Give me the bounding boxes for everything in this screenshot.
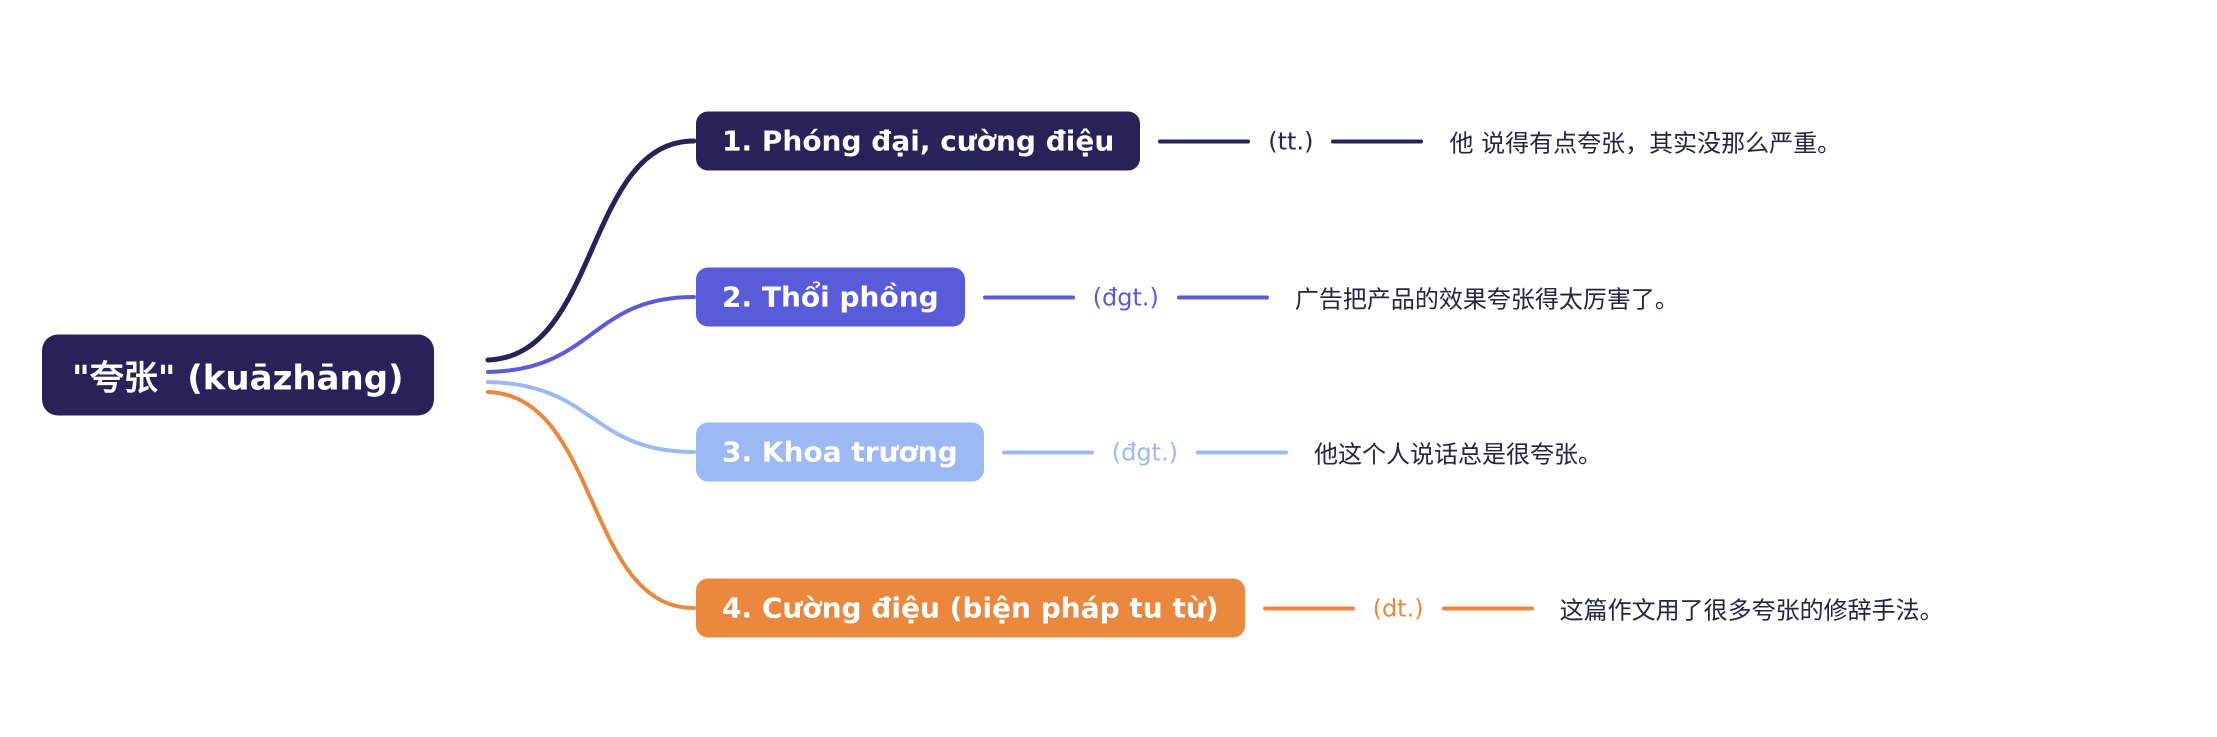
root-to-branch-1-curve: [485, 138, 697, 363]
branch-row-3: 3. Khoa trương (đgt.) 他这个人说话总是很夸张。: [696, 422, 1602, 482]
connector-line: [1001, 450, 1094, 454]
branch-node-4-label: 4. Cường điệu (biện pháp tu từ): [722, 591, 1219, 625]
branch-node-2-label: 2. Thổi phồng: [722, 280, 939, 314]
example-sentence-3[interactable]: 他这个人说话总是很夸张。: [1313, 440, 1602, 469]
connector-line: [982, 295, 1075, 299]
branch-row-4: 4. Cường điệu (biện pháp tu từ) (dt.) 这篇…: [696, 578, 1944, 638]
branch-node-3[interactable]: 3. Khoa trương: [696, 422, 984, 482]
connector-line: [1331, 139, 1424, 143]
connector-line: [1195, 450, 1288, 454]
branch-node-1[interactable]: 1. Phóng đại, cường điệu: [696, 111, 1141, 171]
pos-label-2[interactable]: (đgt.): [1092, 283, 1159, 311]
pos-label-3[interactable]: (đgt.): [1111, 438, 1178, 466]
root-to-branch-2-curve: [486, 295, 696, 374]
example-sentence-2[interactable]: 广告把产品的效果夸张得太厉害了。: [1294, 285, 1679, 314]
root-to-branch-3-curve: [486, 380, 696, 454]
example-sentence-1[interactable]: 他 说得有点夸张，其实没那么严重。: [1449, 129, 1842, 158]
connector-line: [1176, 295, 1269, 299]
connector-line: [1158, 139, 1251, 143]
branch-node-1-label: 1. Phóng đại, cường điệu: [722, 124, 1115, 158]
branch-node-4[interactable]: 4. Cường điệu (biện pháp tu từ): [696, 578, 1245, 638]
branch-row-2: 2. Thổi phồng (đgt.) 广告把产品的效果夸张得太厉害了。: [696, 267, 1679, 327]
root-to-branch-4-curve: [486, 390, 696, 610]
root-node[interactable]: "夸张" (kuāzhāng): [42, 334, 434, 416]
root-node-label: "夸张" (kuāzhāng): [72, 358, 404, 399]
branch-node-3-label: 3. Khoa trương: [722, 435, 958, 469]
pos-label-1[interactable]: (tt.): [1268, 127, 1314, 155]
pos-label-4[interactable]: (dt.): [1372, 594, 1424, 622]
example-sentence-4[interactable]: 这篇作文用了很多夸张的修辞手法。: [1559, 596, 1944, 625]
branch-row-1: 1. Phóng đại, cường điệu (tt.) 他 说得有点夸张，…: [696, 111, 1842, 171]
connector-line: [1262, 606, 1355, 610]
connector-line: [1441, 606, 1534, 610]
branch-node-2[interactable]: 2. Thổi phồng: [696, 267, 965, 327]
